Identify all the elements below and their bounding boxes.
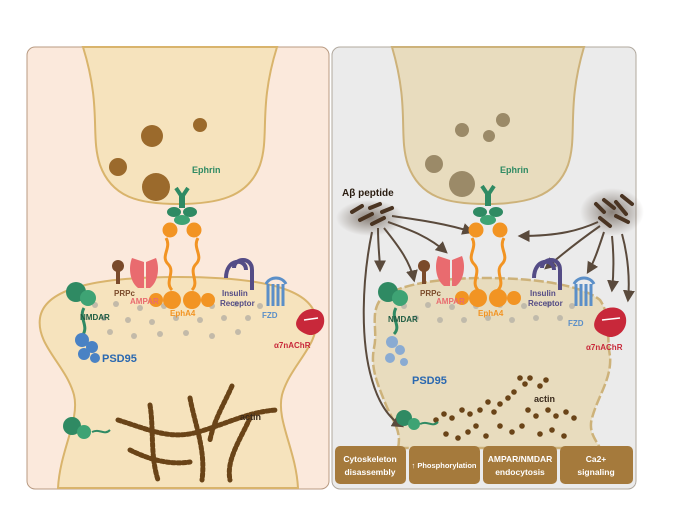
prpc-label: PRPc xyxy=(114,289,135,298)
ephrin-ligand xyxy=(167,186,197,225)
ampar-label: AMPAR xyxy=(130,297,159,306)
abeta-aggregate-right xyxy=(580,188,644,236)
nmdar-internalized xyxy=(396,410,439,430)
abeta-label: Aβ peptide xyxy=(342,188,394,199)
fzd-label: FZD xyxy=(568,319,584,328)
actin-label: actin xyxy=(534,394,555,404)
a7nachr-receptor xyxy=(594,307,627,338)
presynaptic-bouton xyxy=(390,46,586,206)
svg-text:signaling: signaling xyxy=(577,467,614,477)
actin-fragments xyxy=(433,375,577,441)
epha4-label: EphA4 xyxy=(170,309,196,318)
right-panel: Ephrin Aβ peptide xyxy=(331,46,644,490)
nmdar-cluster-lower xyxy=(63,417,111,439)
insulin-label-2: Receptor xyxy=(220,299,255,308)
vesicle xyxy=(425,155,443,173)
effect-box-endocytosis: AMPAR/NMDAR endocytosis xyxy=(483,446,557,484)
insulin-receptor xyxy=(532,258,562,290)
vesicle xyxy=(141,125,163,147)
vesicle xyxy=(193,118,207,132)
a7nachr-label: α7nAChR xyxy=(586,343,623,352)
insulin-receptor xyxy=(224,258,254,290)
vesicle xyxy=(496,113,510,127)
actin-filaments xyxy=(115,383,279,483)
prpc-protein xyxy=(112,260,124,284)
ampar-label: AMPAR xyxy=(436,297,465,306)
a7nachr-label: α7nAChR xyxy=(274,341,311,350)
nmdar-label: NMDAR xyxy=(80,313,110,322)
psd95-label: PSD95 xyxy=(102,353,137,365)
svg-text:Ca2+: Ca2+ xyxy=(586,454,607,464)
vesicle xyxy=(449,171,475,197)
psd95-label: PSD95 xyxy=(412,375,447,387)
ephrin-ligand xyxy=(473,184,503,225)
ephrin-label: Ephrin xyxy=(500,165,529,175)
postsynaptic-spine xyxy=(371,276,612,450)
insulin-label-2: Receptor xyxy=(528,299,563,308)
epha4-label: EphA4 xyxy=(478,309,504,318)
svg-text:Cytoskeleton: Cytoskeleton xyxy=(343,454,396,464)
effect-box-cytoskeleton: Cytoskeleton disassembly xyxy=(335,446,406,484)
svg-text:AMPAR/NMDAR: AMPAR/NMDAR xyxy=(488,454,553,464)
psd95-scaffold xyxy=(75,333,100,363)
effect-box-calcium: Ca2+ signaling xyxy=(560,446,633,484)
fzd-receptor xyxy=(572,276,596,306)
abeta-aggregate-left xyxy=(336,200,404,236)
presynaptic-bouton xyxy=(81,46,279,206)
insulin-label-1: Insulin xyxy=(530,289,556,298)
vesicle xyxy=(109,158,127,176)
ampar-receptor xyxy=(436,256,464,286)
vesicle xyxy=(142,173,170,201)
nmdar-label: NMDAR xyxy=(388,315,418,324)
prpc-protein xyxy=(418,260,430,284)
ephrin-label: Ephrin xyxy=(192,165,221,175)
fzd-receptor xyxy=(264,276,288,306)
ampar-receptor xyxy=(130,258,158,288)
svg-text:↑ Phosphorylation: ↑ Phosphorylation xyxy=(411,461,476,470)
epha4-receptor xyxy=(455,222,521,307)
actin-label: actin xyxy=(240,412,261,422)
epha4-receptor xyxy=(149,222,215,309)
fzd-label: FZD xyxy=(262,311,278,320)
svg-text:disassembly: disassembly xyxy=(344,467,395,477)
effect-box-phosphorylation: ↑ Phosphorylation xyxy=(409,446,480,484)
vesicle xyxy=(455,123,469,137)
left-panel: Ephrin xyxy=(26,46,330,490)
psd95-scaffold xyxy=(385,336,408,366)
svg-text:endocytosis: endocytosis xyxy=(495,467,545,477)
vesicle xyxy=(483,130,495,142)
insulin-label-1: Insulin xyxy=(222,289,248,298)
prpc-label: PRPc xyxy=(420,289,441,298)
abeta-arrows xyxy=(362,215,635,428)
nmdar-receptor xyxy=(378,282,408,336)
a7nachr-receptor xyxy=(296,309,325,336)
